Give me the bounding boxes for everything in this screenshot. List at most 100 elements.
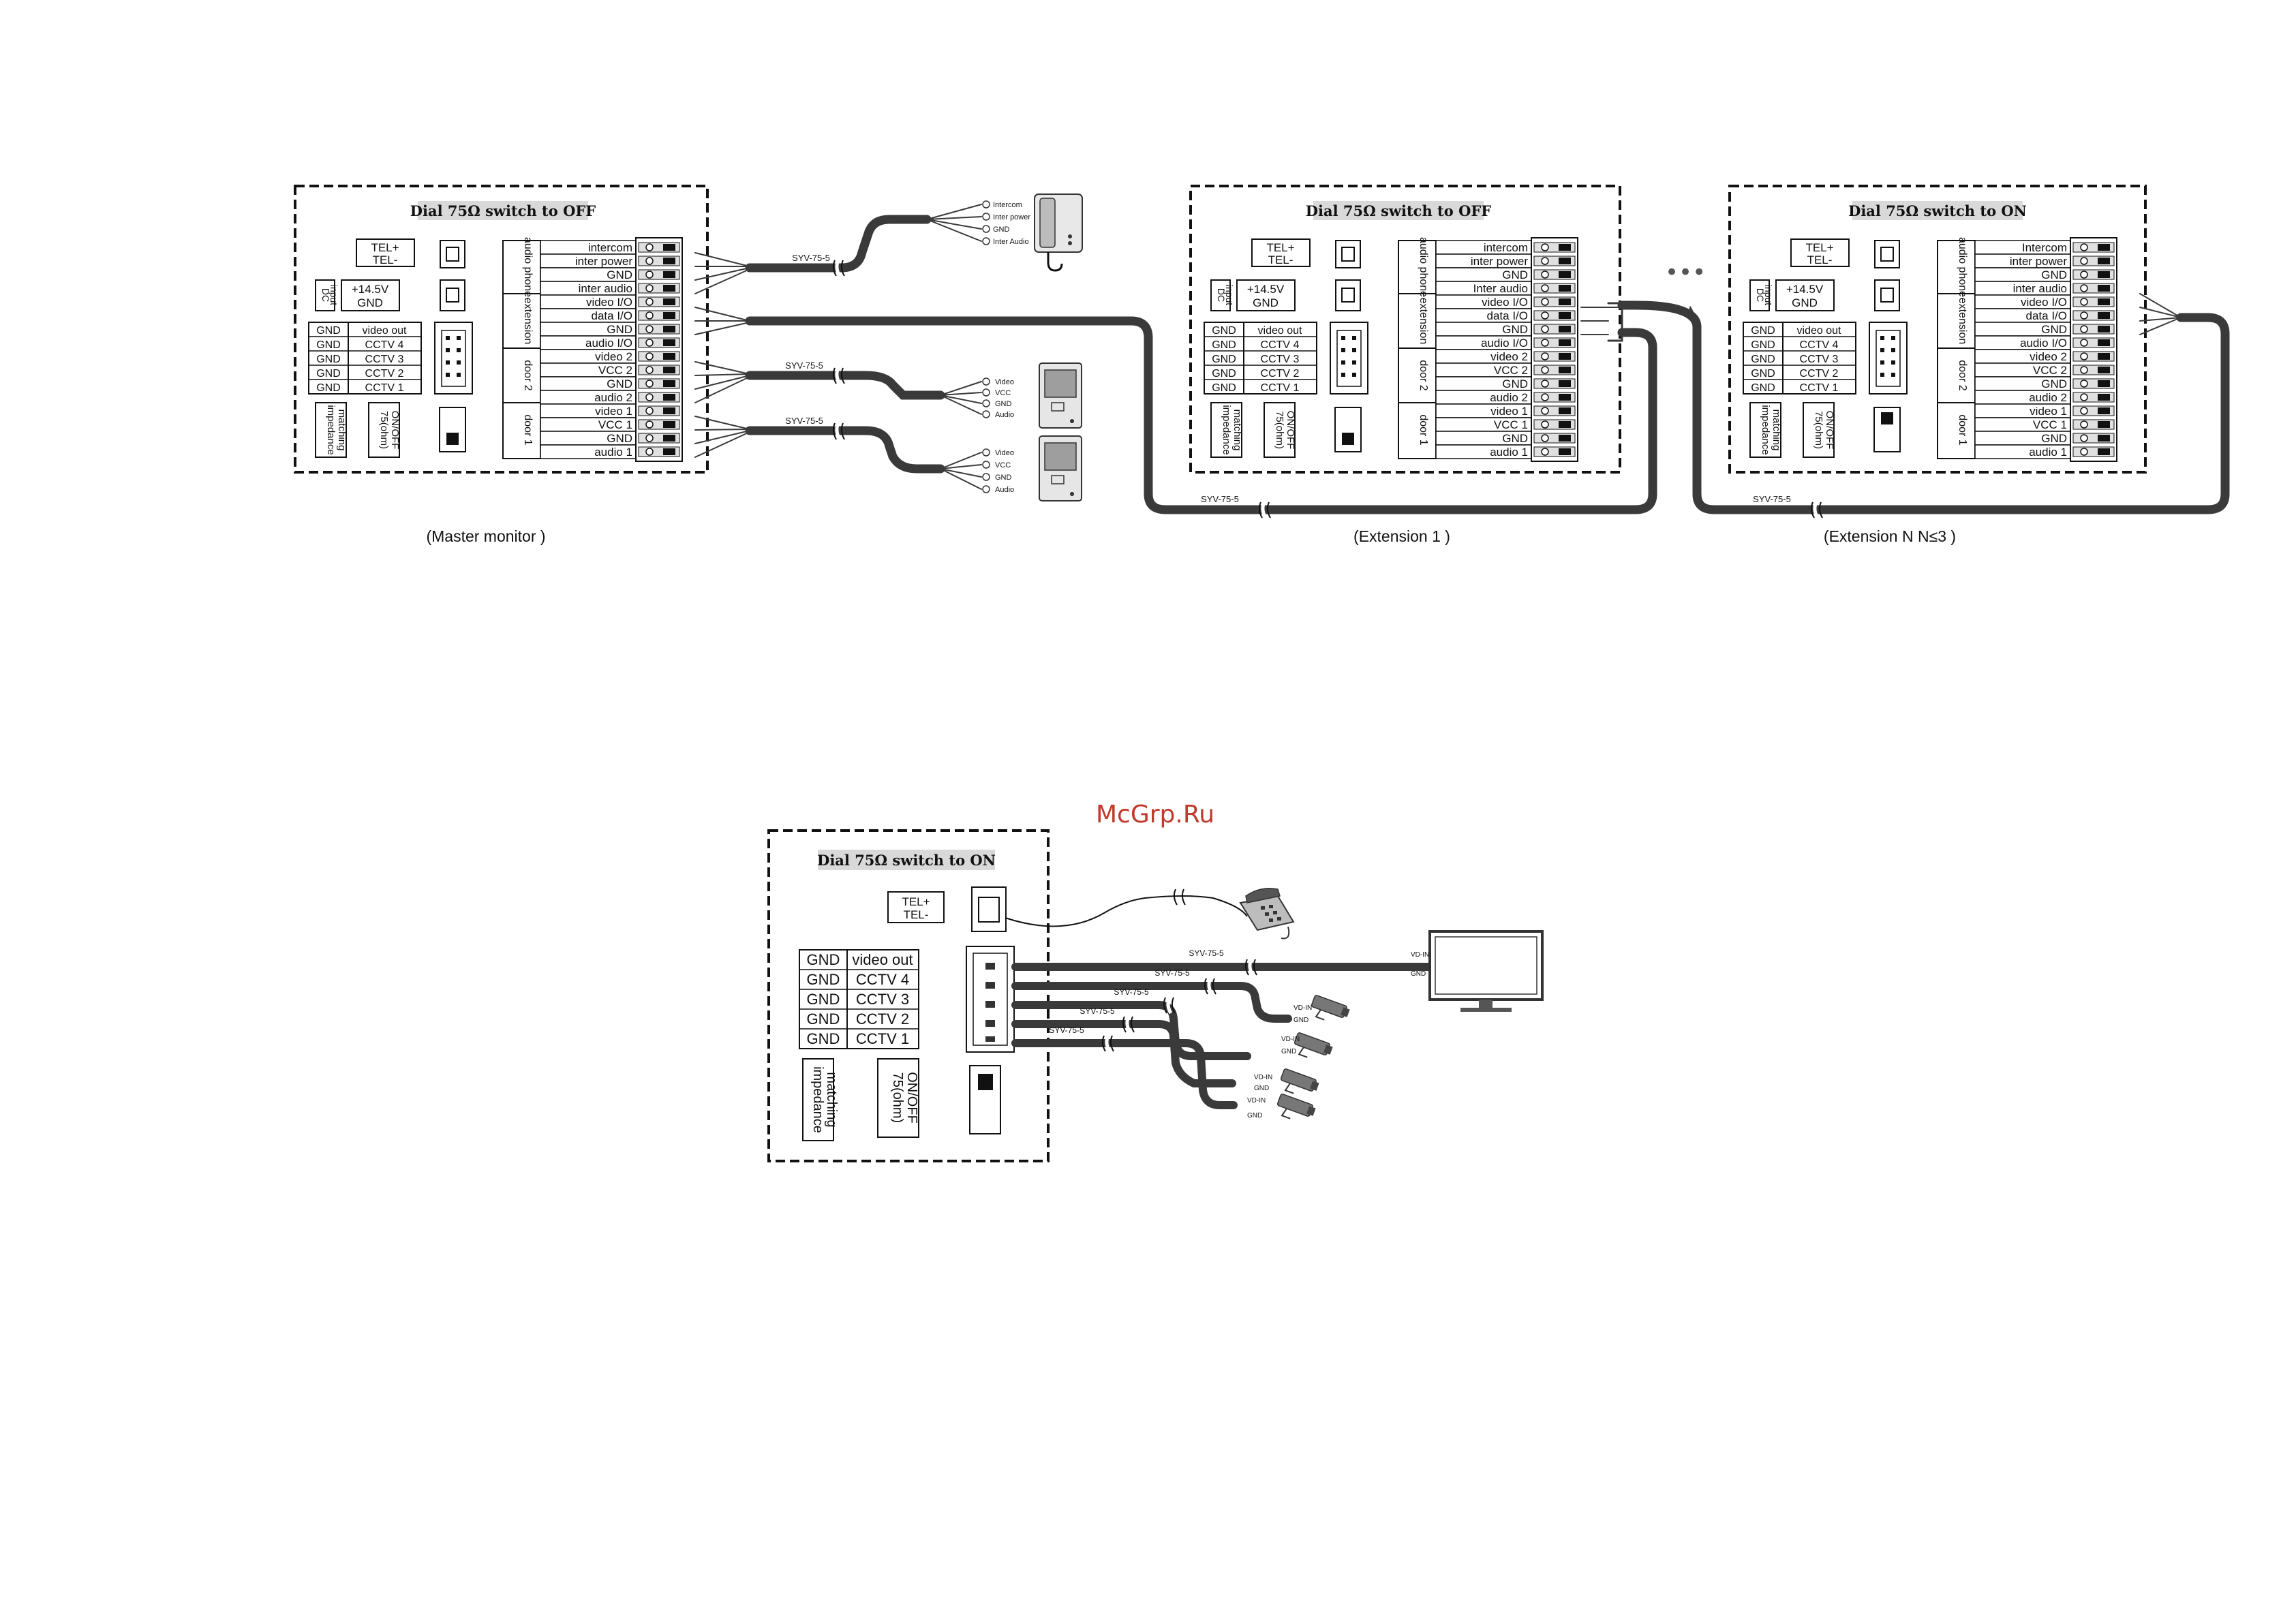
screw-icon	[1541, 434, 1549, 442]
cable-label: SYV-75-5	[785, 416, 823, 426]
cctv-gnd: GND	[807, 951, 840, 968]
terminal-label: audio 2	[1490, 391, 1528, 404]
screw-icon	[2080, 448, 2088, 456]
wire-clamp	[2098, 380, 2110, 387]
dc-gnd-label: GND	[1792, 296, 1818, 309]
dc-voltage-label: +14.5V	[1786, 283, 1824, 296]
cable-label: SYV-75-5	[1114, 987, 1149, 997]
screw-icon	[1541, 243, 1549, 251]
gnd-label: GND	[1294, 1017, 1308, 1024]
pin-label: Audio	[995, 486, 1014, 494]
vd-in-label: VD-IN	[1247, 1097, 1266, 1104]
terminal-label: GND	[607, 323, 632, 336]
extension-1-panel: Dial 75Ω switch to OFF TEL+ TEL- DC inpu…	[1189, 185, 1621, 545]
switch-onoff-label: ON/OFF	[904, 1072, 919, 1124]
screw-icon	[645, 434, 654, 442]
screw-icon	[2080, 243, 2088, 251]
terminal-label: audio 2	[594, 391, 632, 404]
terminal-label: GND	[2041, 323, 2067, 336]
panel-title: Dial 75Ω switch to OFF	[1306, 202, 1491, 219]
cctv-gnd: GND	[1751, 339, 1775, 351]
screw-icon	[1541, 339, 1549, 347]
terminal-label: video 2	[595, 350, 632, 363]
master-monitor-panel: Dial 75Ω switch to OFF TEL+ TEL- DC inpu…	[294, 185, 709, 545]
terminal-label: GND	[607, 268, 632, 281]
wire-clamp	[663, 312, 675, 319]
pin-label: Video	[995, 378, 1014, 386]
terminal-label: video 2	[1490, 350, 1528, 363]
impedance-label: impedance	[325, 405, 337, 454]
cctv-video-out: video out	[852, 951, 913, 968]
terminal-label: GND	[1502, 323, 1528, 336]
terminal-label: VCC 2	[2033, 364, 2067, 377]
screw-icon	[2080, 393, 2088, 401]
terminal-label: video I/O	[586, 296, 632, 309]
door-station-2-icon	[1039, 362, 1082, 429]
group-door-1: door 1	[522, 414, 534, 445]
pin-label: Intercom	[993, 201, 1022, 209]
screw-icon	[645, 270, 654, 279]
gnd-label: GND	[1247, 1112, 1262, 1119]
screw-icon	[2080, 325, 2088, 333]
camera-pin-labels: VD-IN GND VD-IN GND VD-IN GND VD-IN GND	[1247, 1004, 1312, 1119]
cctv-gnd: GND	[1212, 339, 1236, 351]
wire-clamp	[1559, 435, 1571, 442]
screw-icon	[645, 298, 654, 306]
terminal-label: video 1	[595, 405, 632, 418]
wire-clamp	[663, 435, 675, 442]
cable-label: SYV-75-5	[1189, 948, 1224, 958]
wire-clamp	[2098, 244, 2110, 251]
cctv-1: CCTV 1	[1261, 382, 1300, 394]
screw-icon	[645, 393, 654, 401]
wire-clamp	[2098, 298, 2110, 305]
cctv-video-out: video out	[1797, 325, 1841, 337]
switch-ohm-label: 75(ohm)	[1813, 411, 1824, 449]
terminal-label: audio 1	[2029, 446, 2067, 459]
dip-switch[interactable]	[439, 407, 466, 452]
cctv-3: CCTV 3	[1800, 354, 1839, 365]
cctv-1: CCTV 1	[365, 382, 404, 394]
screw-icon	[1541, 298, 1549, 306]
tel-minus-label: TEL-	[1807, 253, 1833, 266]
wire-clamp	[1559, 339, 1571, 346]
cctv-3: CCTV 3	[856, 991, 909, 1008]
pin-label: Inter Audio	[993, 238, 1029, 246]
wire-clamp	[2098, 312, 2110, 319]
terminal-label: VCC 1	[2033, 418, 2067, 431]
cctv-camera-icon	[1294, 1032, 1333, 1058]
cctv-4: CCTV 4	[365, 339, 404, 351]
screw-icon	[2080, 434, 2088, 442]
dc-label: DC	[1216, 288, 1227, 302]
indoor-handset-icon	[1034, 194, 1083, 272]
cable-break-lines	[832, 260, 1823, 519]
cctv-table: GND video out GND CCTV 4 GND CCTV 3 GND …	[799, 949, 919, 1049]
cctv-2: CCTV 2	[1800, 368, 1839, 380]
switch-onoff-label: ON/OFF	[389, 411, 401, 450]
terminal-label: audio I/O	[2020, 337, 2067, 350]
terminal-label: Inter audio	[1473, 282, 1528, 295]
wire-clamp	[1559, 285, 1571, 292]
screw-icon	[2080, 352, 2088, 360]
screw-icon	[1541, 284, 1549, 292]
wire-clamp	[663, 258, 675, 264]
wire-clamp	[1559, 298, 1571, 305]
terminal-label: data I/O	[1487, 309, 1528, 322]
group-door-1: door 1	[1957, 414, 1968, 445]
terminal-label: video I/O	[2021, 296, 2067, 309]
wire-clamp	[1559, 380, 1571, 387]
cctv-gnd: GND	[316, 339, 341, 351]
panel-title: Dial 75Ω switch to ON	[1848, 202, 2027, 219]
screw-icon	[645, 257, 654, 265]
terminal-label: VCC 2	[598, 364, 632, 377]
top-cables	[694, 204, 2230, 514]
dip-switch[interactable]	[1334, 407, 1362, 452]
terminal-label: inter power	[575, 255, 632, 268]
wire-clamp	[663, 326, 675, 333]
cctv-gnd: GND	[316, 325, 341, 337]
impedance-label: impedance	[810, 1066, 825, 1133]
input-label: input	[328, 285, 339, 305]
pin-label: Video	[995, 449, 1014, 457]
wire-clamp	[1559, 353, 1571, 360]
screw-icon	[2080, 257, 2088, 265]
